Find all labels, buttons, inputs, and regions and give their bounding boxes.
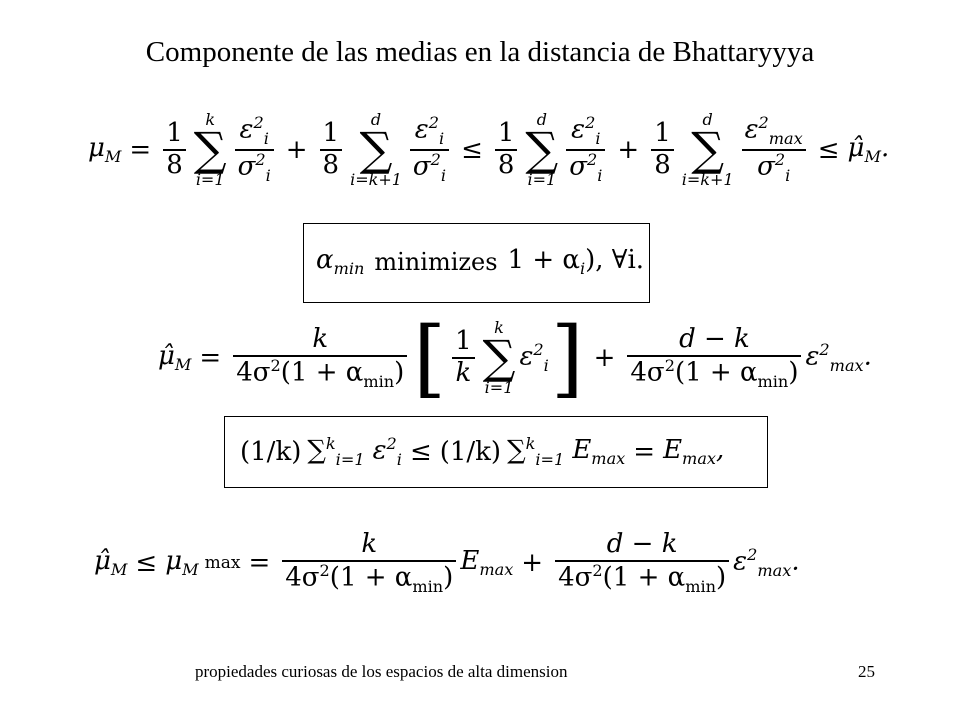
eq1-sum-c: d∑i=1 — [525, 110, 559, 189]
page-number: 25 — [858, 662, 875, 681]
footer-text: propiedades curiosas de los espacios de … — [195, 662, 568, 681]
slide-title: Componente de las medias en la distancia… — [145, 36, 815, 68]
eq1-lhs: μM — [88, 132, 122, 166]
box-sum-bound — [224, 416, 768, 488]
equation-sum-bound: (1/k) ∑ki=1 ε2i ≤ (1/k) ∑ki=1 Emax = Ema… — [240, 434, 725, 469]
eq3-sum: k∑i=1 — [482, 318, 516, 397]
box-alpha-min — [303, 223, 650, 303]
equation-alpha-min: αmin minimizes 1 + αi), ∀i. — [316, 245, 645, 279]
eq1-sum-d: d∑i=k+1 — [681, 110, 734, 189]
eq1-rhs: μ̂M. — [847, 132, 890, 166]
eq1-sum-b: d∑i=k+1 — [350, 110, 402, 189]
eq1-sum-a: k∑i=1 — [193, 110, 227, 189]
